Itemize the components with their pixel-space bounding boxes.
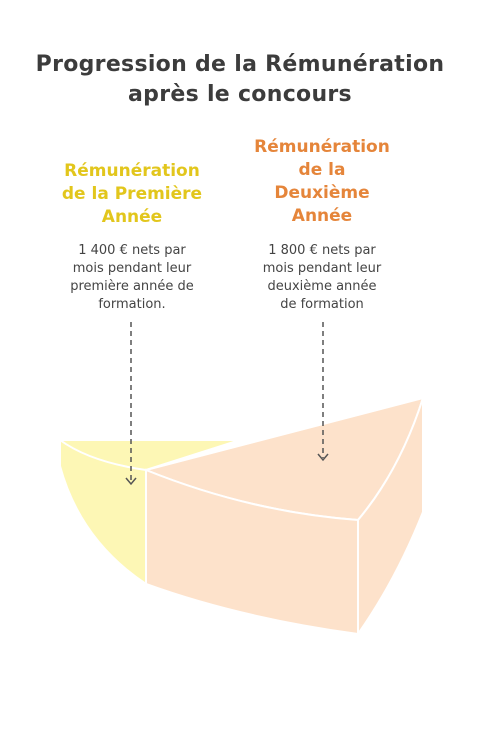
second-year-heading-line-1: Rémunération — [254, 137, 390, 157]
second-year-slice — [142, 396, 425, 638]
second-year-heading-line-3: Deuxième — [274, 183, 370, 203]
first-year-description-line-1: 1 400 € nets par — [78, 243, 186, 258]
second-year-slice-flat-side — [357, 397, 424, 638]
first-year-heading-line-3: Année — [101, 207, 163, 227]
second-year-description: 1 800 € nets par mois pendant leur deuxi… — [232, 242, 412, 314]
page-title: Progression de la Rémunération après le … — [0, 50, 480, 110]
second-year-description-line-3: deuxième année — [267, 279, 377, 294]
second-year-description-line-1: 1 800 € nets par — [268, 243, 376, 258]
second-year-heading-line-4: Année — [291, 206, 353, 226]
first-year-description-line-2: mois pendant leur — [72, 261, 192, 276]
first-year-slice-side — [59, 438, 147, 586]
first-year-description: 1 400 € nets par mois pendant leur premi… — [40, 242, 224, 314]
first-year-heading-line-1: Rémunération — [64, 161, 200, 181]
second-year-heading-line-2: de la — [298, 160, 346, 180]
title-line-2: après le concours — [128, 82, 352, 107]
second-year-pointer-arrowhead — [317, 453, 329, 462]
first-year-heading: Rémunération de la Première Année — [40, 160, 224, 229]
second-year-description-line-4: de formation — [280, 297, 364, 312]
first-year-pointer-arrowhead — [125, 477, 137, 486]
title-line-1: Progression de la Rémunération — [35, 52, 445, 77]
second-year-description-line-2: mois pendant leur — [262, 261, 382, 276]
first-year-heading-line-2: de la Première — [61, 184, 203, 204]
first-year-slice — [58, 438, 241, 586]
first-year-description-line-4: formation. — [98, 297, 166, 312]
second-year-heading: Rémunération de la Deuxième Année — [232, 136, 412, 228]
first-year-description-line-3: première année de — [70, 279, 194, 294]
